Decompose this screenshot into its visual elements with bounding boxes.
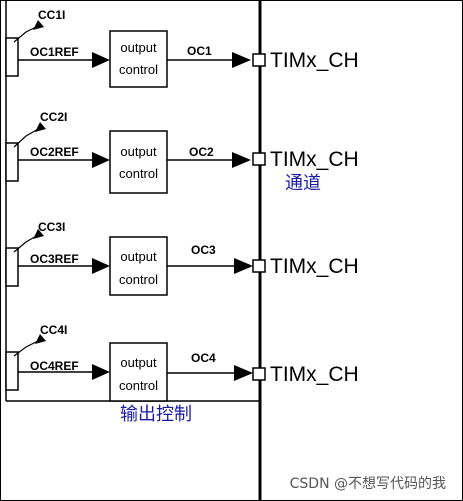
cc-label: CC2I [40, 110, 67, 124]
channel-2: CC2I OC2REF output control OC2 TIMx_CH [5, 110, 359, 194]
box-line-1: output [120, 40, 157, 55]
oc-label: OC3 [191, 243, 216, 257]
output-control-box [109, 130, 168, 194]
cc-flag-arrow-icon [35, 122, 46, 132]
cc-label: CC4I [40, 323, 67, 337]
oc-label: OC2 [189, 145, 214, 159]
compare-register-block [5, 247, 19, 287]
output-control-box [109, 30, 168, 88]
channel-annotation: 通道 [285, 173, 321, 194]
ref-arrow-icon [92, 364, 110, 380]
pin-square-icon [252, 53, 266, 67]
box-line-2: control [119, 272, 158, 287]
ref-arrow-icon [92, 52, 110, 68]
ref-label: OC1REF [30, 45, 79, 59]
pin-label: TIMx_CH [270, 49, 359, 72]
watermark: CSDN @不想写代码的我 [290, 476, 446, 492]
pin-square-icon [252, 259, 266, 273]
ref-arrow-icon [92, 258, 110, 274]
ref-arrow-icon [92, 152, 110, 168]
pin-label: TIMx_CH [270, 255, 359, 278]
compare-register-block [5, 351, 19, 391]
oc-label: OC4 [191, 351, 216, 365]
oc-arrow-icon [234, 365, 253, 381]
oc-arrow-icon [232, 152, 251, 168]
cc-flag-arrow-icon [33, 20, 44, 30]
compare-register-block [5, 37, 19, 77]
output-control-annotation: 输出控制 [120, 404, 192, 425]
box-line-2: control [119, 62, 158, 77]
output-control-box [109, 342, 168, 402]
pin-square-icon [252, 152, 266, 166]
pin-square-icon [252, 367, 266, 381]
pin-label: TIMx_CH [270, 148, 359, 171]
channel-1: CC1I OC1REF output control OC1 TIMx_CH [5, 8, 359, 88]
box-line-1: output [120, 355, 157, 370]
oc-arrow-icon [234, 258, 253, 274]
ref-label: OC2REF [30, 145, 79, 159]
oc-arrow-icon [232, 52, 251, 68]
cc-flag-line [13, 127, 41, 148]
pin-label: TIMx_CH [270, 363, 359, 386]
channel-3: CC3I OC3REF output control OC3 TIMx_CH [5, 220, 359, 296]
ref-label: OC3REF [30, 252, 79, 266]
channel-4: CC4I OC4REF output control OC4 TIMx_CH [5, 323, 359, 402]
cc-flag-arrow-icon [33, 229, 44, 239]
oc-label: OC1 [187, 44, 212, 58]
cc-flag-arrow-icon [35, 334, 46, 344]
cc-label: CC1I [38, 8, 65, 22]
cc-label: CC3I [38, 220, 65, 234]
cc-flag-line [13, 339, 41, 357]
box-line-1: output [120, 249, 157, 264]
ref-label: OC4REF [30, 359, 79, 373]
compare-register-block [5, 142, 19, 182]
output-control-box [109, 236, 168, 296]
box-line-2: control [119, 378, 158, 393]
box-line-1: output [120, 144, 157, 159]
box-line-2: control [119, 166, 158, 181]
